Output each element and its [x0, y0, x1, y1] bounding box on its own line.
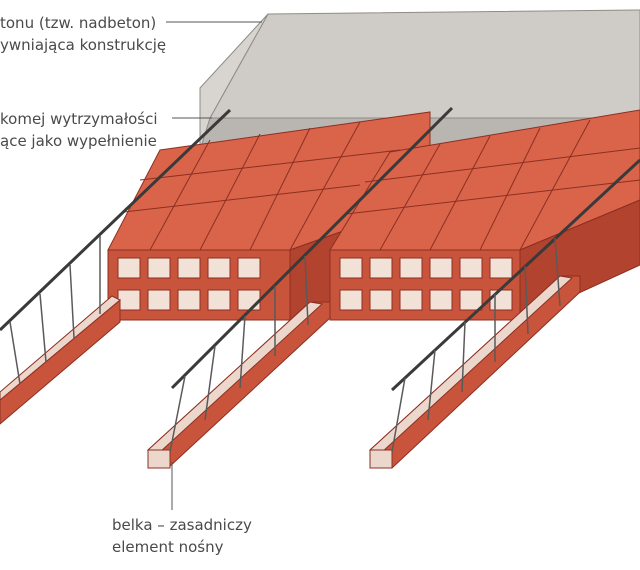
leader-lines [166, 21, 262, 510]
label-beam: belka – zasadniczy element nośny [112, 514, 252, 558]
label-concrete-topping: tonu (tzw. nadbeton) ywniająca konstrukc… [0, 12, 166, 56]
label-hollow-blocks-line2: ące jako wypełnienie [0, 132, 157, 150]
label-hollow-blocks: komej wytrzymałości ące jako wypełnienie [0, 108, 158, 152]
label-beam-line1: belka – zasadniczy [112, 516, 252, 534]
beam-center [146, 106, 454, 469]
label-hollow-blocks-line1: komej wytrzymałości [0, 110, 158, 128]
beam-right [368, 158, 640, 469]
label-concrete-topping-line1: tonu (tzw. nadbeton) [0, 14, 157, 32]
beam-left [0, 108, 232, 425]
hollow-block-group-right [329, 109, 640, 321]
label-beam-line2: element nośny [112, 538, 224, 556]
label-concrete-topping-line2: ywniająca konstrukcję [0, 36, 167, 54]
